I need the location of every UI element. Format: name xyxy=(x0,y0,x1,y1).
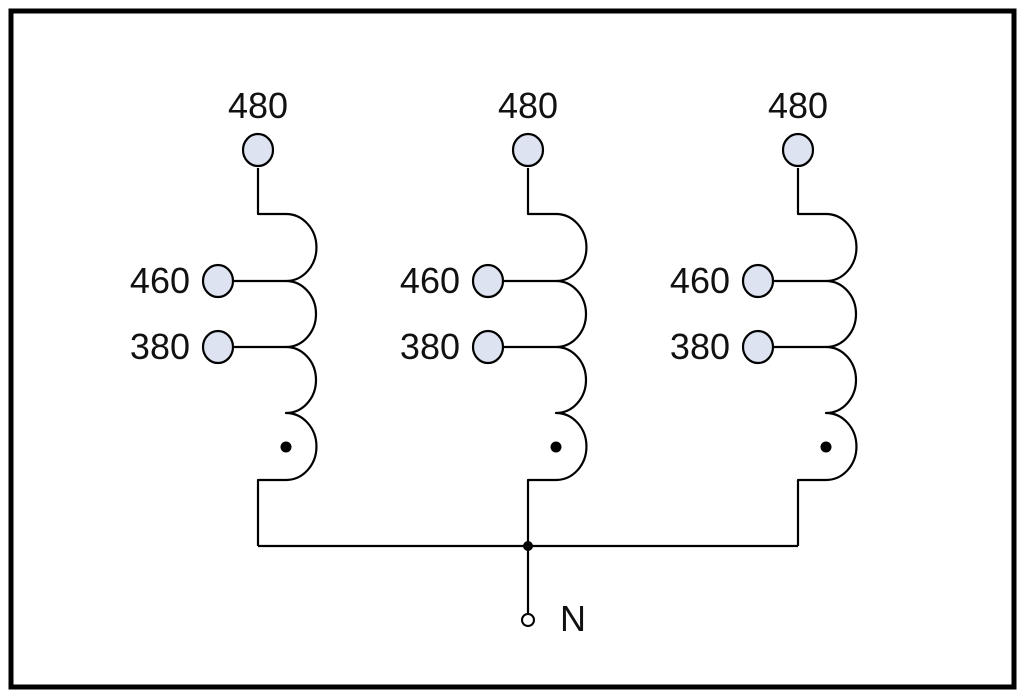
tap-terminal-380[interactable] xyxy=(471,329,505,365)
tap-terminal-380[interactable] xyxy=(201,329,235,365)
winding-2: 480 460 380 xyxy=(400,85,588,546)
tap-label-380: 380 xyxy=(400,326,460,367)
tap-terminal-460[interactable] xyxy=(471,263,505,299)
tap-label-380: 380 xyxy=(130,326,190,367)
tap-label-380: 380 xyxy=(670,326,730,367)
neutral-junction-dot xyxy=(523,541,533,551)
tap-label-460: 460 xyxy=(400,260,460,301)
tap-label-460: 460 xyxy=(670,260,730,301)
windings-layer: 480 460 380 480 460 380 480 460 380 xyxy=(130,85,858,546)
tap-terminal-460[interactable] xyxy=(201,263,235,299)
tap-terminal-460[interactable] xyxy=(741,263,775,299)
winding-1: 480 460 380 xyxy=(130,85,318,546)
tap-terminal-480[interactable] xyxy=(511,132,545,168)
neutral-label: N xyxy=(560,598,586,639)
polarity-dot xyxy=(820,441,832,453)
tap-label-480: 480 xyxy=(228,85,288,126)
tap-terminal-480[interactable] xyxy=(781,132,815,168)
neutral-bus: N xyxy=(258,541,798,639)
tap-label-480: 480 xyxy=(498,85,558,126)
tap-terminal-480[interactable] xyxy=(241,132,275,168)
diagram-frame xyxy=(8,8,1017,690)
tap-terminal-380[interactable] xyxy=(741,329,775,365)
winding-3: 480 460 380 xyxy=(670,85,858,546)
tap-label-460: 460 xyxy=(130,260,190,301)
polarity-dot xyxy=(280,441,292,453)
polarity-dot xyxy=(550,441,562,453)
tap-label-480: 480 xyxy=(768,85,828,126)
neutral-terminal[interactable] xyxy=(521,613,535,627)
